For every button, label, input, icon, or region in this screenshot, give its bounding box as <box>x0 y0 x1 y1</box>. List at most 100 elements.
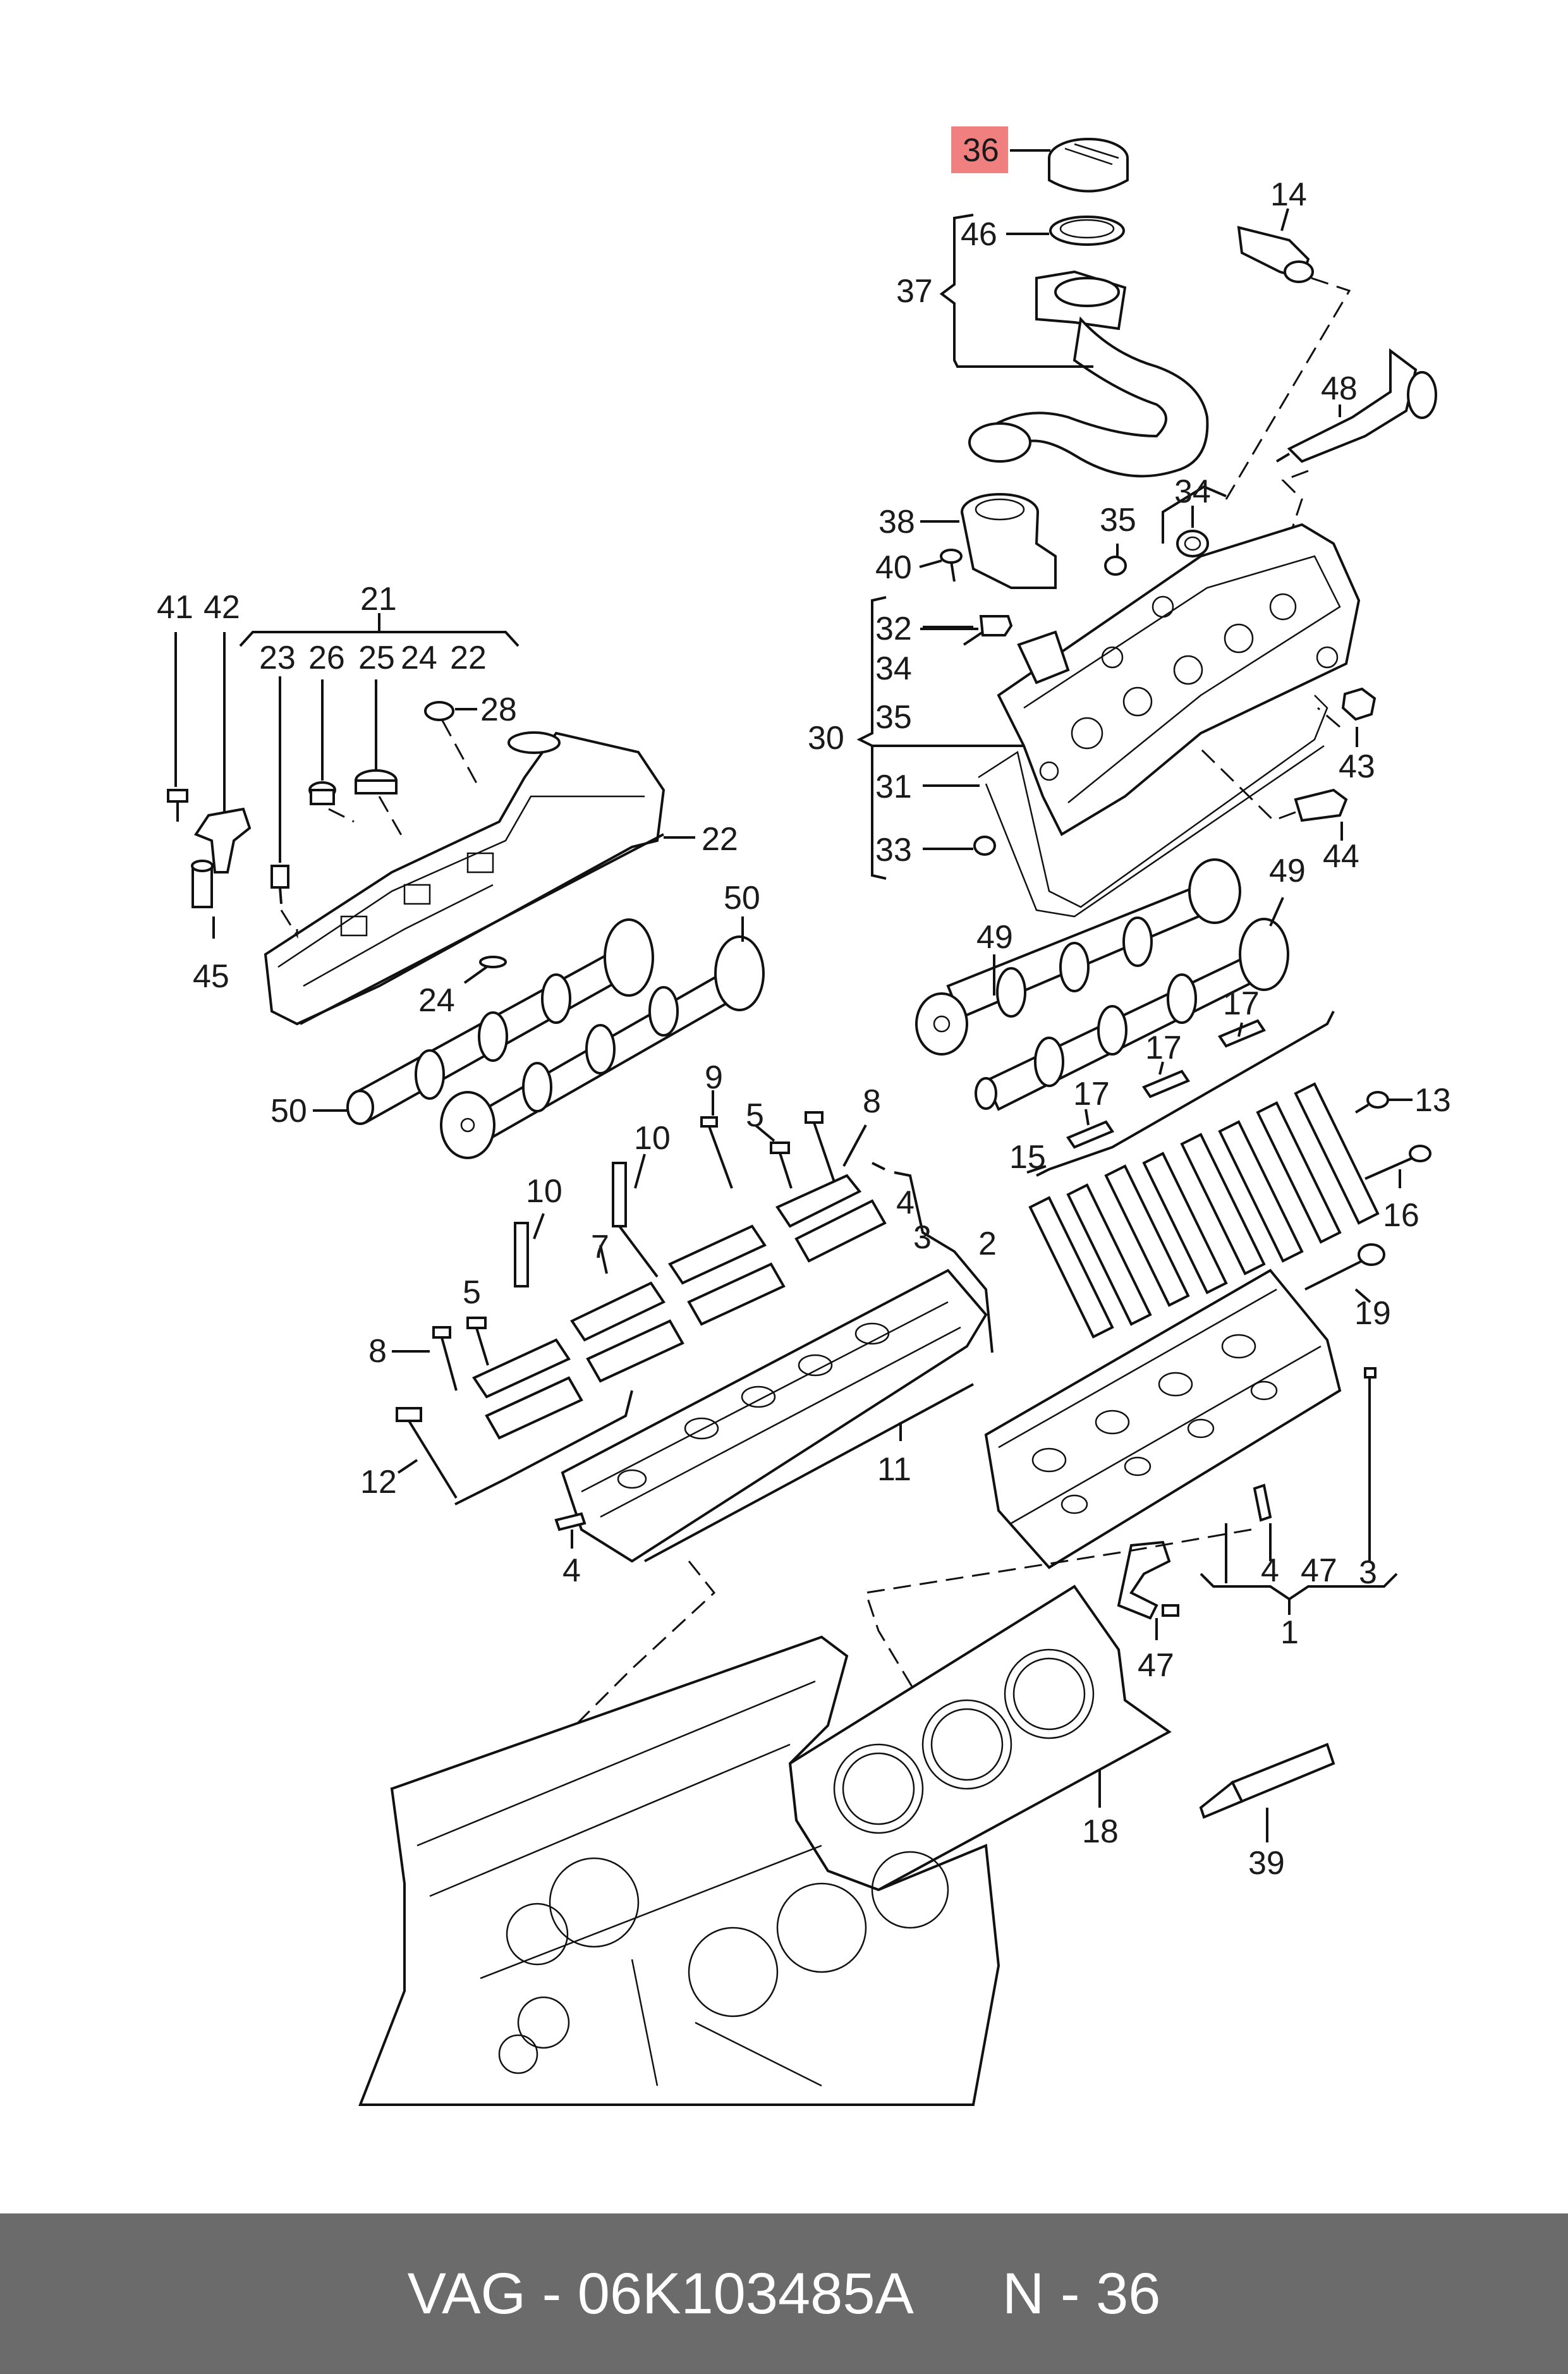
label-48: 48 <box>1321 370 1358 407</box>
o-ring-24 <box>479 956 507 968</box>
sensor-42 <box>193 807 252 874</box>
valve-cover-gasket <box>978 695 1328 918</box>
bolt-41 <box>167 789 188 822</box>
label-22: 22 <box>702 821 738 858</box>
label-8-top: 8 <box>863 1083 881 1120</box>
label-46: 46 <box>961 216 997 253</box>
label-15: 15 <box>1009 1139 1046 1176</box>
stud-3-right <box>1364 1367 1377 1379</box>
bolt-44 <box>1294 788 1348 822</box>
label-24-top: 24 <box>401 640 437 676</box>
part-number: VAG - 06K103485A <box>407 2261 914 2326</box>
label-22-top: 22 <box>450 640 487 676</box>
bearing-caps-right <box>1028 1082 1380 1339</box>
label-5-top: 5 <box>746 1097 764 1134</box>
part-position: N - 36 <box>1002 2261 1161 2326</box>
plug-35 <box>1104 556 1127 576</box>
label-35-top: 35 <box>1100 502 1136 539</box>
label-30: 30 <box>808 720 844 757</box>
sensor-14 <box>1237 226 1314 283</box>
label-49-left: 49 <box>976 919 1013 956</box>
label-47: 47 <box>1138 1647 1174 1684</box>
bolt-8-lower <box>432 1326 458 1391</box>
nut-28 <box>424 701 454 721</box>
camshaft-upper-right <box>915 858 1241 1056</box>
cap-25 <box>355 769 398 794</box>
sealant-tube <box>1199 1743 1335 1819</box>
exploded-parts-diagram: 36 14 46 37 48 34 35 38 40 41 42 21 23 2… <box>157 126 1451 2106</box>
label-2: 2 <box>978 1226 997 1262</box>
bolt-16 <box>1364 1145 1431 1180</box>
bolt-5-lower <box>466 1317 489 1366</box>
label-3: 3 <box>1359 1554 1377 1591</box>
bolt-8-upper <box>805 1111 836 1183</box>
label-39: 39 <box>1248 1845 1285 1882</box>
label-38: 38 <box>878 504 915 540</box>
bolt-5-upper <box>770 1141 793 1189</box>
label-44: 44 <box>1323 838 1359 875</box>
bolt-32 <box>963 615 1013 646</box>
label-8: 8 <box>368 1333 387 1370</box>
breather-hose <box>968 270 1209 478</box>
label-1: 1 <box>1280 1614 1299 1651</box>
label-47-right: 47 <box>1301 1552 1337 1589</box>
label-19: 19 <box>1354 1295 1391 1332</box>
label-33: 33 <box>875 832 912 868</box>
label-3-top: 3 <box>913 1219 932 1256</box>
label-28: 28 <box>480 691 517 728</box>
label-34: 34 <box>875 650 912 687</box>
screw-13 <box>1354 1091 1389 1114</box>
label-24: 24 <box>418 982 455 1019</box>
label-17-c: 17 <box>1073 1076 1110 1112</box>
camshaft-upper-left <box>346 918 654 1125</box>
label-40: 40 <box>875 549 912 586</box>
plug-17-b <box>1141 1069 1191 1099</box>
label-4-top: 4 <box>896 1184 915 1221</box>
injector-10-lower <box>514 1222 529 1287</box>
label-42: 42 <box>204 589 240 626</box>
part-number-footer: VAG - 06K103485A N - 36 <box>0 2213 1568 2374</box>
label-21: 21 <box>360 581 397 618</box>
label-37: 37 <box>896 273 933 310</box>
label-32: 32 <box>875 611 912 647</box>
plug-17-a <box>1217 1019 1267 1048</box>
valve-cover-left <box>264 731 665 1026</box>
label-50-right: 50 <box>724 880 760 916</box>
label-11: 11 <box>877 1451 911 1488</box>
injector-48 <box>1275 348 1437 463</box>
label-17-b: 17 <box>1145 1030 1182 1066</box>
washer-33 <box>973 836 996 856</box>
oil-filler-cap <box>1048 138 1129 193</box>
filler-neck <box>961 493 1057 589</box>
label-23: 23 <box>259 640 296 676</box>
stud-4-right <box>1253 1483 1272 1522</box>
engine-block <box>358 1635 1000 2106</box>
stud-4-left <box>554 1512 586 1531</box>
label-13: 13 <box>1414 1082 1451 1119</box>
label-43: 43 <box>1339 748 1375 785</box>
label-31: 31 <box>875 769 912 805</box>
seal-ring-46 <box>1049 216 1125 246</box>
label-34-top: 34 <box>1174 473 1211 510</box>
sensor-45 <box>191 860 214 908</box>
label-4-left: 4 <box>562 1552 581 1589</box>
label-10-top: 10 <box>634 1120 671 1157</box>
plug-17-c <box>1066 1120 1115 1149</box>
label-16: 16 <box>1383 1197 1419 1234</box>
plug-26 <box>308 781 336 805</box>
cylinder-head-right <box>984 1269 1342 1569</box>
plug-34 <box>1176 530 1209 557</box>
bolt-12 <box>396 1407 458 1499</box>
label-49-right: 49 <box>1269 853 1306 889</box>
bearing-caps-left <box>472 1174 887 1440</box>
label-17-a: 17 <box>1223 985 1260 1022</box>
label-50-left: 50 <box>270 1093 307 1129</box>
label-36: 36 <box>963 132 999 169</box>
label-9: 9 <box>705 1059 723 1096</box>
camshaft-lower-right <box>975 918 1289 1111</box>
label-7: 7 <box>591 1229 609 1265</box>
label-45: 45 <box>193 958 229 995</box>
label-26: 26 <box>308 640 345 676</box>
label-35: 35 <box>875 699 912 736</box>
cylinder-head-left <box>561 1269 988 1563</box>
